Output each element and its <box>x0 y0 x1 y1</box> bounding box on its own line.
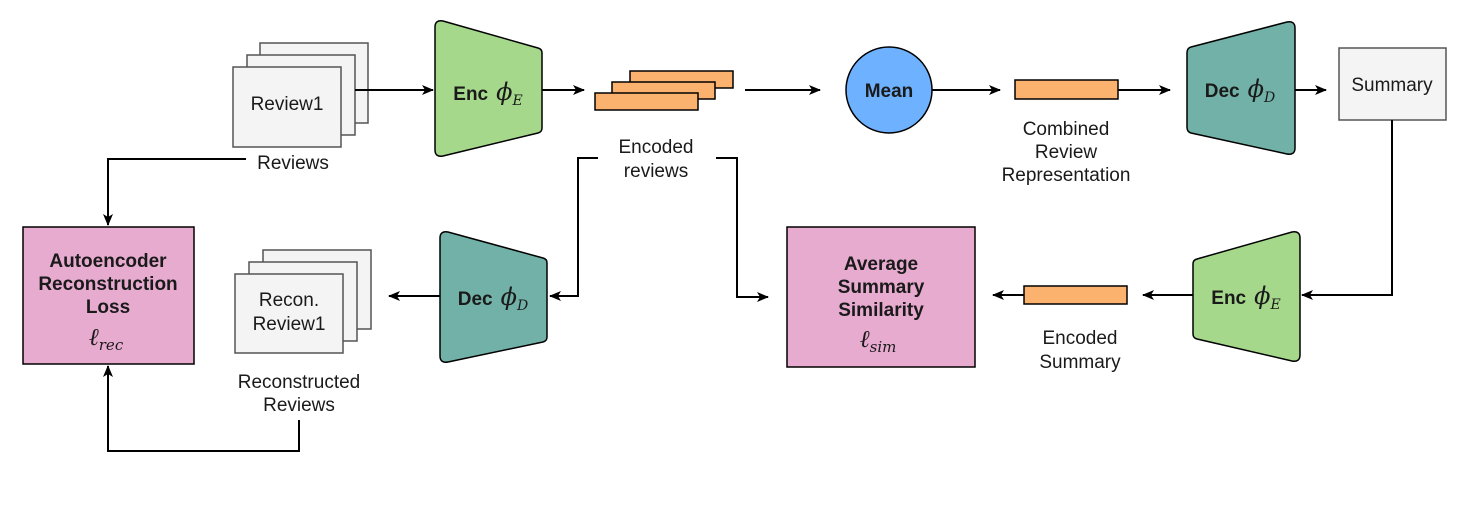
edge-encoded-to-decoder <box>549 157 598 301</box>
reconstructed-documents-stack: Recon. Review1 <box>234 249 372 354</box>
encoded-reviews-caption-line2: reviews <box>624 161 688 182</box>
encoded-summary-caption-line1: Encoded <box>1042 328 1117 349</box>
edge-reviews-to-ae-loss <box>103 158 246 226</box>
encoded-summary-caption-line2: Summary <box>1039 352 1121 373</box>
reconstructed-caption-line1: Reconstructed <box>238 372 361 393</box>
reviews-caption: Reviews <box>257 153 329 174</box>
sim-loss-line3: Similarity <box>838 300 924 321</box>
encoded-summary-vector <box>1023 285 1128 305</box>
review-doc-label: Review1 <box>251 94 324 115</box>
reconstructed-caption-line2: Reviews <box>263 395 335 416</box>
decoder-top-block <box>1186 21 1296 155</box>
sim-loss-line1: Average <box>844 254 918 275</box>
combined-caption-line3: Representation <box>1002 165 1131 186</box>
edge-encoded-to-sim-loss <box>716 157 769 302</box>
review-documents-stack: Review1 <box>232 42 369 148</box>
sim-loss-line2: Summary <box>838 277 925 298</box>
ae-loss-line3: Loss <box>86 297 130 318</box>
decoder-bottom-block <box>439 231 548 363</box>
encoded-review-vectors <box>594 70 734 111</box>
summary-box <box>1338 47 1447 121</box>
ae-loss-symbol: ℓrec <box>89 323 124 354</box>
autoencoder-loss-box <box>22 226 195 365</box>
recon-doc-line1: Recon. <box>259 290 319 311</box>
summary-label: Summary <box>1351 75 1433 96</box>
ae-loss-line1: Autoencoder <box>49 251 167 272</box>
combined-caption-line1: Combined <box>1023 119 1110 140</box>
mean-label: Mean <box>865 81 914 102</box>
combined-representation-vector <box>1014 79 1119 100</box>
encoded-reviews-caption-line1: Encoded <box>618 137 693 158</box>
similarity-loss-box <box>786 226 976 368</box>
sim-loss-symbol: ℓsim <box>860 325 897 356</box>
combined-caption-line2: Review <box>1035 142 1098 163</box>
ae-loss-line2: Reconstruction <box>38 274 177 295</box>
encoder-top-block <box>434 20 543 157</box>
edge-reconstructed-to-ae-loss <box>103 365 300 452</box>
encoder-bottom-block <box>1192 231 1301 362</box>
edges <box>103 85 1393 452</box>
edge-summary-to-encoder <box>1301 120 1393 300</box>
recon-doc-line2: Review1 <box>253 314 326 335</box>
